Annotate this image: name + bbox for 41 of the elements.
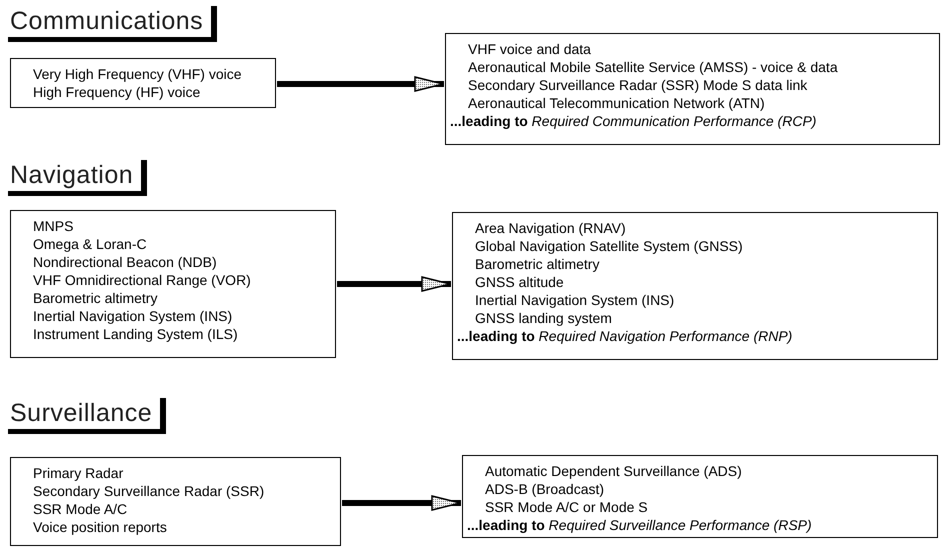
list-box	[10, 457, 341, 546]
list-item: VHF voice and data	[468, 40, 592, 58]
list-item: Secondary Surveillance Radar (SSR)	[33, 482, 266, 500]
arrow	[342, 495, 461, 511]
list-item: Secondary Surveillance Radar (SSR) Mode S data link	[468, 76, 808, 94]
list-item: Barometric altimetry	[475, 255, 600, 273]
list-item: Inertial Navigation System (INS)	[33, 307, 234, 325]
list-item: MNPS	[33, 217, 74, 235]
list-box	[445, 33, 940, 145]
list-item: SSR Mode A/C	[33, 500, 128, 518]
list-box	[10, 210, 336, 358]
list-item: Omega & Loran-C	[33, 235, 148, 253]
list-item: SSR Mode A/C or Mode S	[485, 498, 649, 516]
list-item: Aeronautical Mobile Satellite Service (AMSS) - voice & data	[468, 58, 839, 76]
list-item: GNSS landing system	[475, 309, 613, 327]
list-item: ...leading to Required Navigation Performance (RNP)	[457, 327, 794, 345]
list-box	[452, 212, 938, 360]
list-item: Automatic Dependent Surveillance (ADS)	[485, 462, 743, 480]
arrow	[337, 276, 451, 292]
section-heading: Communications	[8, 6, 218, 42]
list-item: ...leading to Required Communication Performance (RCP)	[450, 112, 818, 130]
list-item: Barometric altimetry	[33, 289, 158, 307]
list-item: GNSS altitude	[475, 273, 565, 291]
list-item: Instrument Landing System (ILS)	[33, 325, 239, 343]
list-item: Voice position reports	[33, 518, 168, 536]
list-item: Area Navigation (RNAV)	[475, 219, 627, 237]
list-item: Aeronautical Telecommunication Network (ATN)	[468, 94, 766, 112]
list-item: VHF Omnidirectional Range (VOR)	[33, 271, 252, 289]
list-item: Global Navigation Satellite System (GNSS)	[475, 237, 744, 255]
list-item: ...leading to Required Surveillance Performance (RSP)	[467, 516, 813, 534]
arrow	[277, 76, 444, 92]
list-box	[462, 455, 938, 538]
list-item: Nondirectional Beacon (NDB)	[33, 253, 218, 271]
list-item: Very High Frequency (VHF) voice	[33, 65, 243, 83]
list-item: Primary Radar	[33, 464, 124, 482]
list-box	[10, 58, 276, 108]
list-item: Inertial Navigation System (INS)	[475, 291, 676, 309]
section-heading: Navigation	[8, 160, 148, 196]
list-item: High Frequency (HF) voice	[33, 83, 202, 101]
section-heading: Surveillance	[8, 398, 166, 434]
list-item: ADS-B (Broadcast)	[485, 480, 606, 498]
